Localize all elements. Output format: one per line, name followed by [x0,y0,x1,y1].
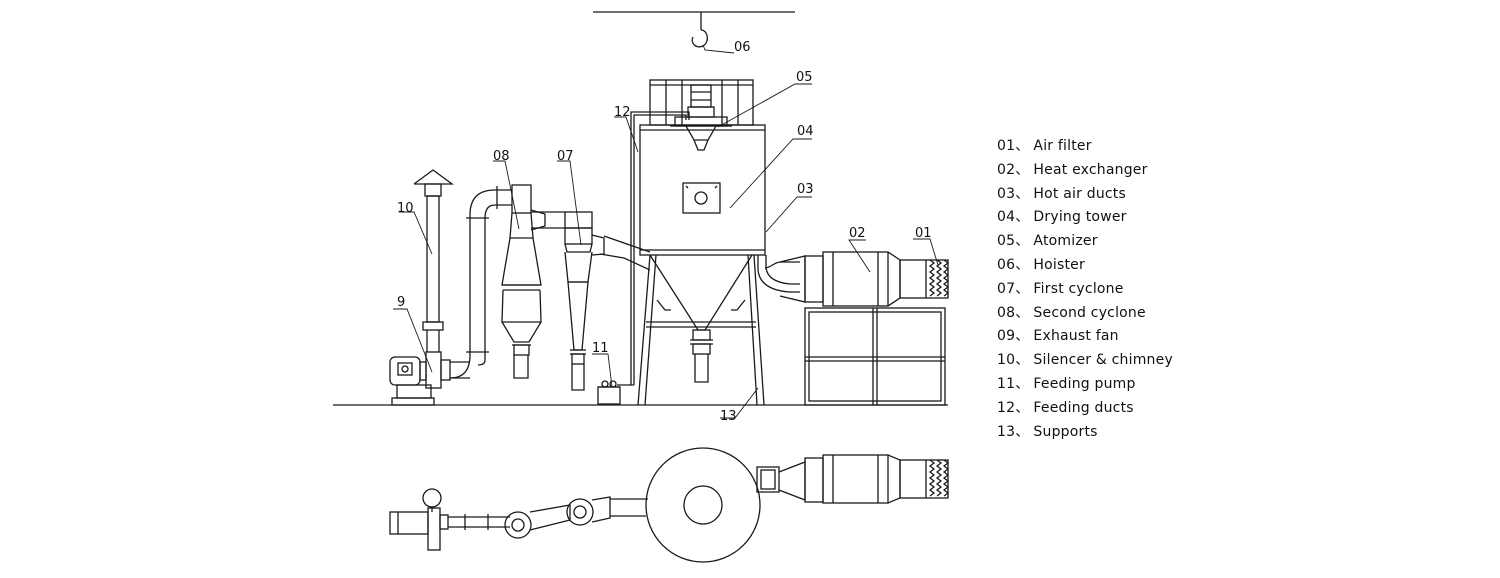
legend-sep: 、 [1015,256,1030,273]
legend-item: 02、Heat exchanger [997,159,1173,183]
legend-item: 04、Drying tower [997,206,1173,230]
legend-item: 01、Air filter [997,135,1173,159]
feeding-pump [597,380,621,405]
legend-item: 13、Supports [997,421,1173,445]
legend-sep: 、 [1015,399,1030,416]
legend-sep: 、 [1015,161,1030,178]
legend-text: First cyclone [1033,280,1124,297]
legend-item: 07、First cyclone [997,278,1173,302]
legend-num: 05 [997,233,1016,250]
callout-08: 08 [493,149,510,164]
callout-02: 02 [849,226,866,241]
legend-num: 09 [997,328,1016,345]
legend-text: Hoister [1033,256,1085,273]
legend: 01、Air filter 02、Heat exchanger 03、Hot a… [997,135,1173,444]
supports [637,254,765,406]
cyclone-connector-duct [530,209,565,231]
legend-text: Air filter [1033,138,1092,154]
legend-num: 04 [997,209,1016,226]
legend-item: 09、Exhaust fan [997,325,1173,349]
legend-item: 10、Silencer & chimney [997,349,1173,373]
legend-sep: 、 [1015,185,1030,202]
callout-labels: 06 05 04 03 02 01 07 08 10 9 11 12 13 [397,40,932,424]
callout-09: 9 [397,295,405,310]
legend-text: Supports [1033,423,1098,440]
air-filter [899,259,950,299]
legend-sep: 、 [1015,233,1030,250]
legend-text: Exhaust fan [1033,328,1119,345]
legend-item: 08、Second cyclone [997,302,1173,326]
plan-view [389,447,950,563]
drying-tower [637,79,766,406]
legend-num: 13 [997,423,1016,440]
callout-11: 11 [592,341,609,356]
legend-text: Feeding pump [1033,375,1136,392]
legend-item: 03、Hot air ducts [997,183,1173,207]
legend-item: 05、Atomizer [997,230,1173,254]
callout-03: 03 [797,182,814,197]
second-cyclone [501,184,542,379]
callout-10: 10 [397,201,414,216]
callout-05: 05 [796,70,813,85]
silencer-chimney [413,169,454,352]
legend-sep: 、 [1015,352,1030,369]
legend-num: 12 [997,399,1016,416]
legend-num: 06 [997,256,1016,273]
legend-num: 08 [997,304,1016,321]
legend-sep: 、 [1015,304,1030,321]
legend-num: 03 [997,185,1016,202]
legend-num: 02 [997,161,1016,178]
plan-chimney [422,488,442,508]
legend-item: 12、Feeding ducts [997,397,1173,421]
callout-12: 12 [614,105,631,120]
legend-num: 11 [997,375,1016,392]
legend-text: Second cyclone [1033,304,1146,321]
callout-leaders [393,44,939,419]
legend-text: Feeding ducts [1033,399,1134,416]
feeding-ducts [617,111,690,386]
legend-text: Atomizer [1033,233,1098,250]
hot-air-ducts [757,255,800,293]
legend-sep: 、 [1015,138,1030,154]
legend-sep: 、 [1015,328,1030,345]
callout-06: 06 [734,40,751,55]
legend-sep: 、 [1015,280,1030,297]
plan-tower [645,447,761,563]
legend-item: 06、Hoister [997,254,1173,278]
platform-frame [804,307,946,406]
legend-sep: 、 [1015,423,1030,440]
legend-item: 11、Feeding pump [997,373,1173,397]
legend-text: Hot air ducts [1033,185,1126,202]
legend-text: Silencer & chimney [1033,352,1173,369]
legend-num: 10 [997,352,1016,369]
atomizer [670,84,732,151]
legend-text: Drying tower [1033,209,1127,226]
exhaust-duct [449,186,512,379]
legend-num: 01 [997,138,1016,154]
callout-01: 01 [915,226,932,241]
callout-07: 07 [557,149,574,164]
legend-sep: 、 [1015,375,1030,392]
exhaust-fan [389,351,470,406]
first-cyclone [564,211,651,391]
callout-04: 04 [797,124,814,139]
callout-13: 13 [720,409,737,424]
heat-exchanger [779,251,901,307]
legend-num: 07 [997,280,1016,297]
hoister [593,11,795,48]
legend-sep: 、 [1015,209,1030,226]
legend-text: Heat exchanger [1033,161,1148,178]
